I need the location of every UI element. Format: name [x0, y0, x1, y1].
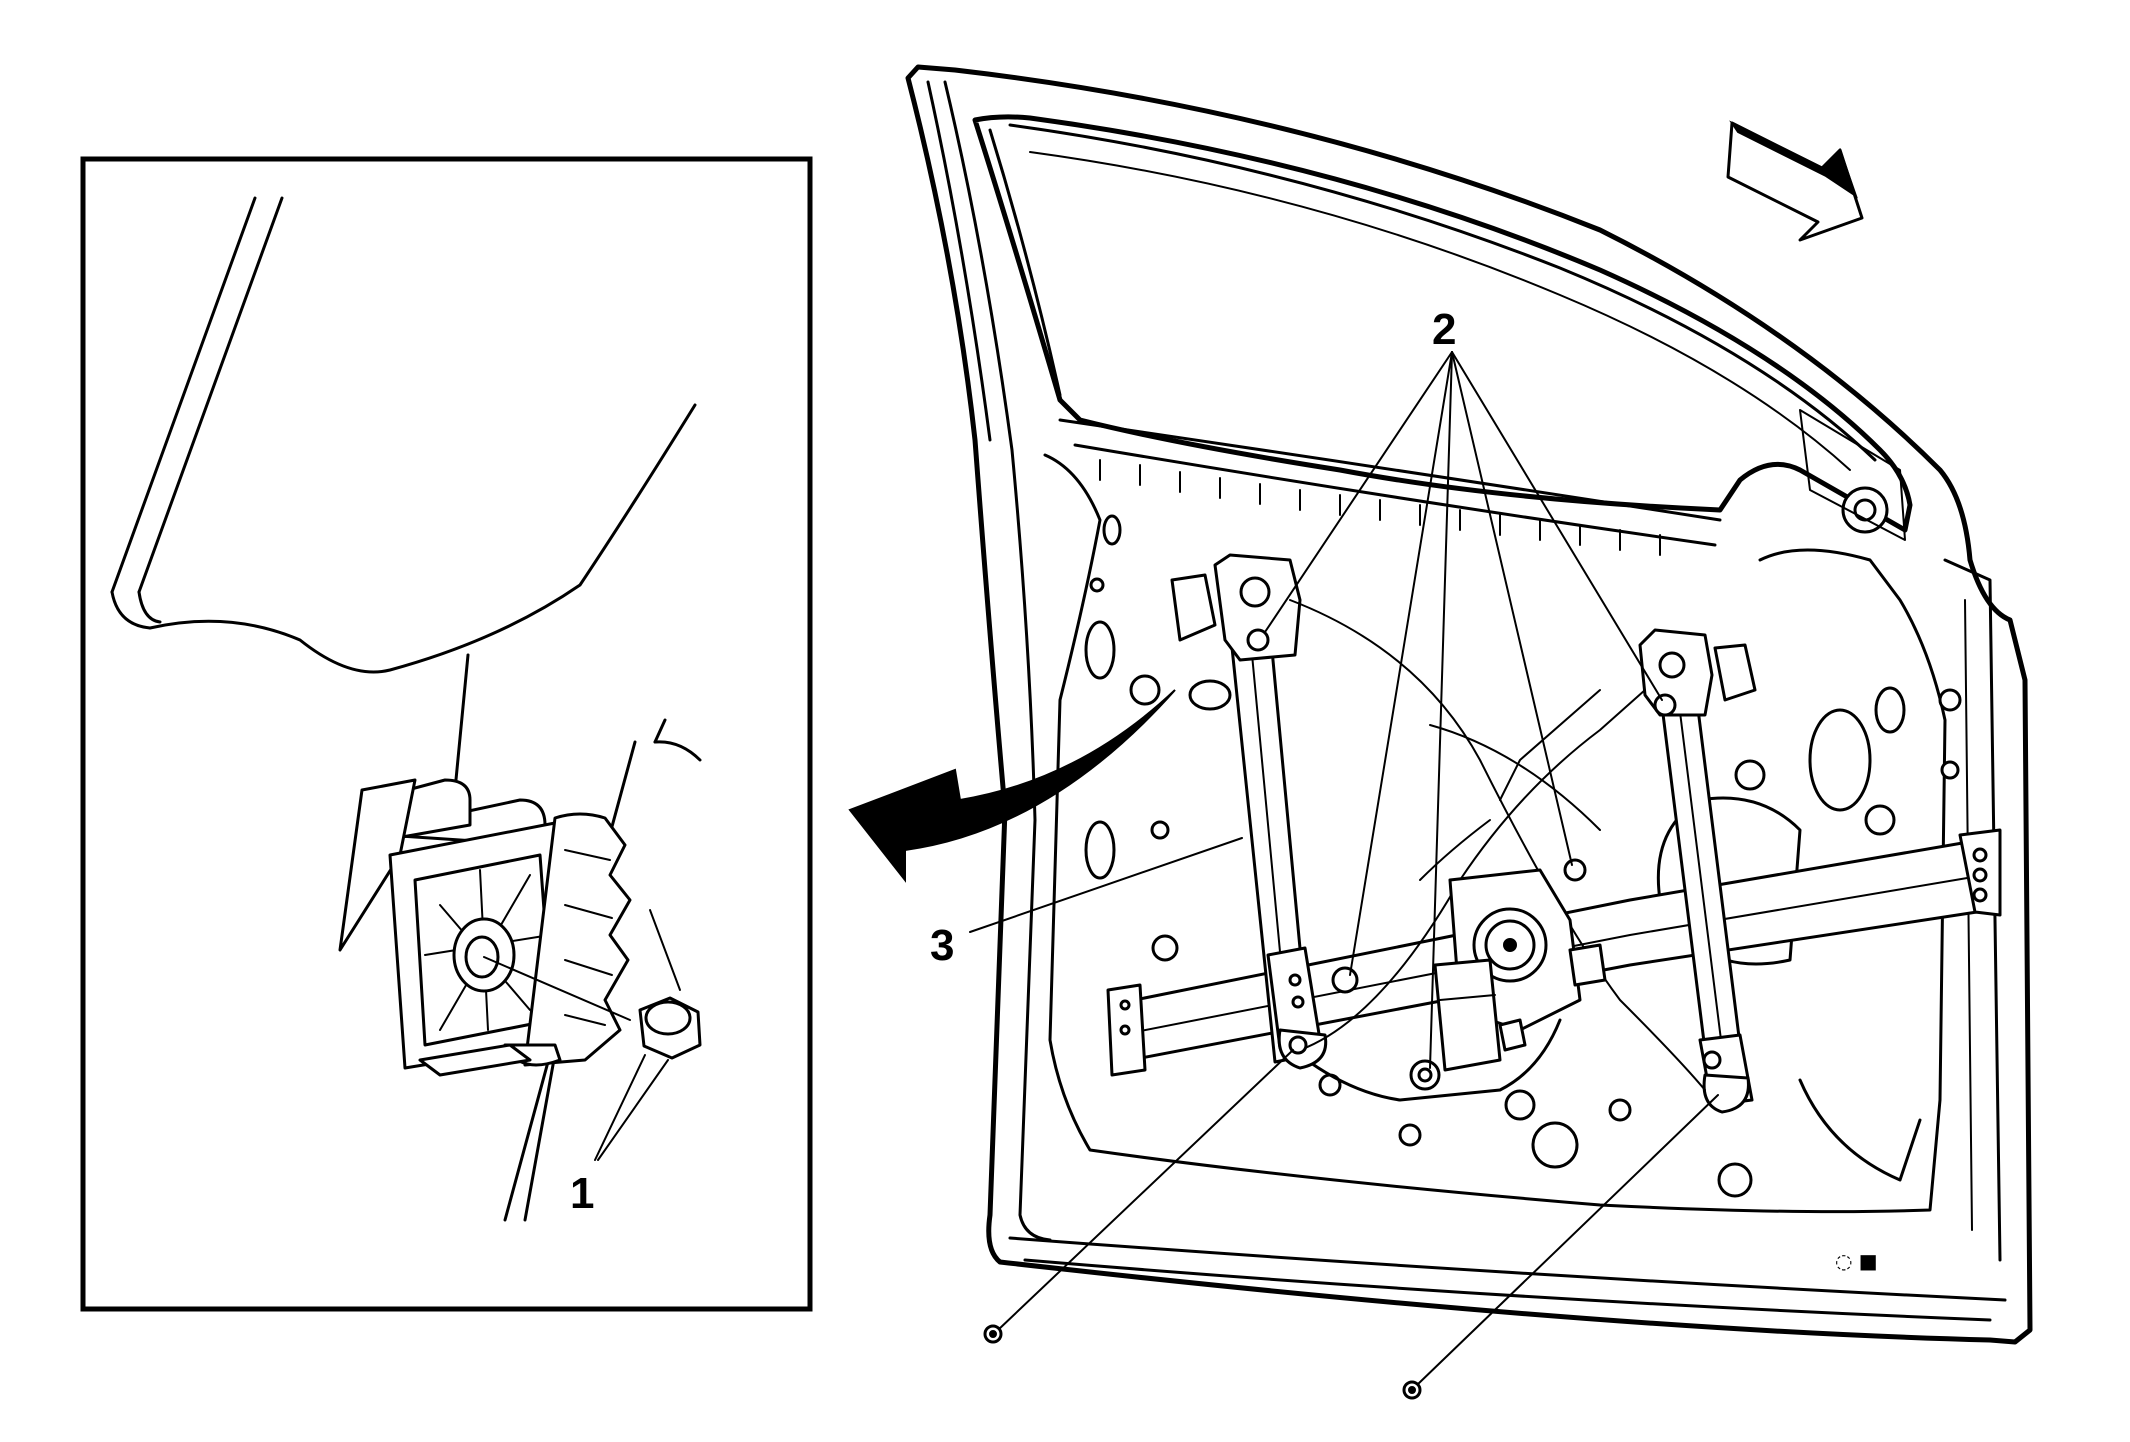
detail-inset: 1: [80, 156, 813, 1312]
callout-2-leaders: [1264, 351, 1663, 1069]
window-glass: [110, 196, 697, 674]
inset-frame: [80, 156, 813, 1312]
window-regulator: [1170, 553, 1757, 1114]
door-outer-frame: [905, 64, 2033, 1345]
door-assembly: [905, 64, 2033, 1345]
view-direction-arrow-icon: [1726, 120, 1864, 242]
glass-clip: [338, 778, 632, 1077]
callout-2: 2: [1432, 305, 1456, 354]
nut: [638, 996, 702, 1060]
removal-direction-arrow-icon: [848, 689, 1176, 883]
callout-3: 3: [930, 921, 954, 970]
part-marking: ◌ ■: [1835, 1249, 1878, 1273]
lower-fasteners: [983, 1049, 1719, 1400]
regulator-motor: [1433, 868, 1607, 1072]
callout-1: 1: [570, 1169, 594, 1218]
